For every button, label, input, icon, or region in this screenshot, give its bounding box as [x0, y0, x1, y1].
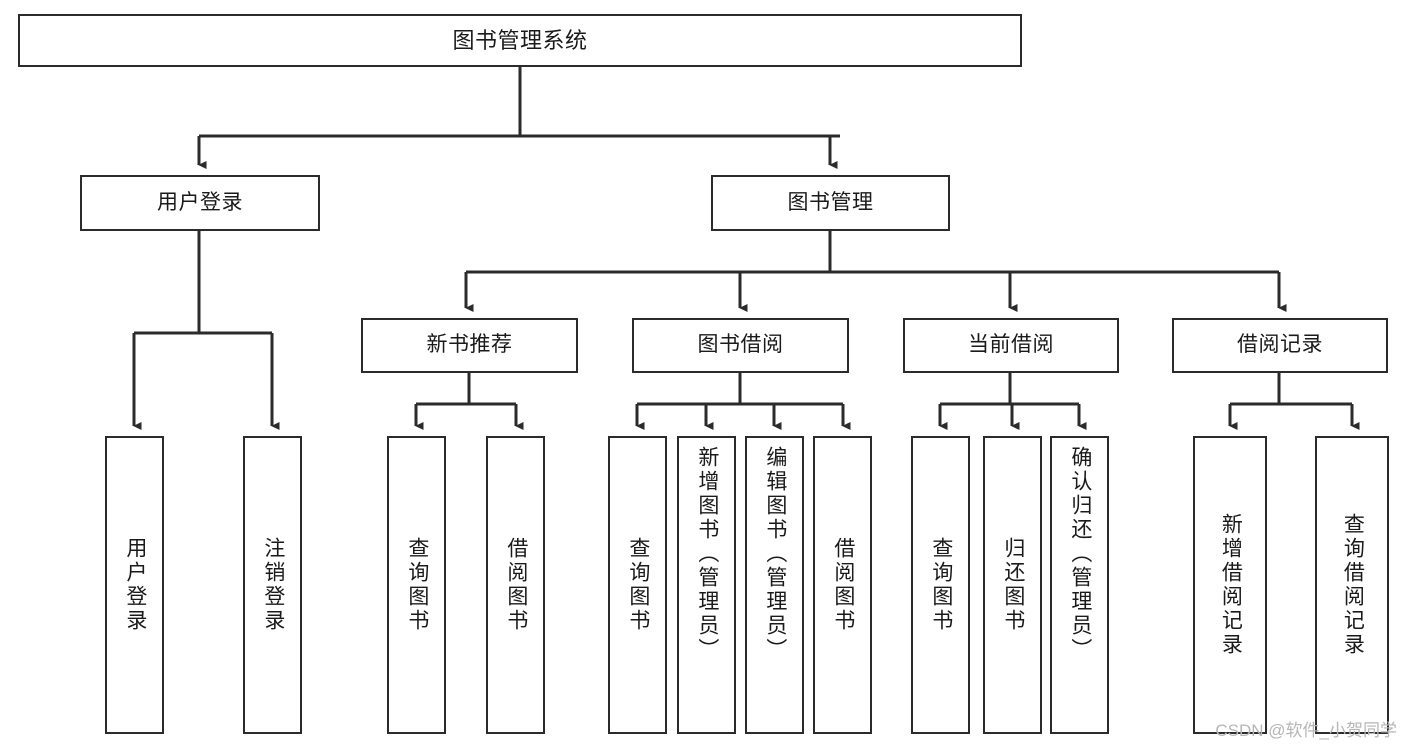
node-borrow-record[interactable]: 借阅记录 — [1172, 318, 1388, 373]
node-leaf-query-book-2-label: 查询图书 — [626, 537, 650, 633]
node-leaf-return-book[interactable]: 归还图书 — [983, 436, 1042, 734]
node-book-borrow[interactable]: 图书借阅 — [632, 318, 849, 373]
node-leaf-edit-book[interactable]: 编辑图书（管理员） — [745, 436, 804, 734]
node-current-borrow-label: 当前借阅 — [968, 333, 1054, 357]
node-leaf-query-book-3[interactable]: 查询图书 — [911, 436, 970, 734]
node-book-borrow-label: 图书借阅 — [697, 333, 784, 357]
node-leaf-logout[interactable]: 注销登录 — [243, 436, 302, 734]
node-leaf-query-book-1[interactable]: 查询图书 — [387, 436, 446, 734]
node-user-login-label: 用户登录 — [157, 190, 243, 214]
node-leaf-user-login-label: 用户登录 — [123, 537, 147, 633]
node-current-borrow[interactable]: 当前借阅 — [903, 318, 1119, 373]
node-leaf-return-book-label: 归还图书 — [1001, 537, 1025, 633]
node-leaf-borrow-book-2-label: 借阅图书 — [831, 537, 855, 633]
node-leaf-borrow-book-1-label: 借阅图书 — [504, 537, 528, 633]
node-leaf-user-login[interactable]: 用户登录 — [105, 436, 164, 734]
node-leaf-confirm-return[interactable]: 确认归还（管理员） — [1050, 436, 1109, 734]
node-leaf-query-book-1-label: 查询图书 — [405, 537, 429, 633]
node-leaf-add-record-label: 新增借阅记录 — [1219, 513, 1243, 657]
node-root-label: 图书管理系统 — [452, 27, 588, 53]
node-root[interactable]: 图书管理系统 — [18, 14, 1022, 67]
node-new-book-recommend[interactable]: 新书推荐 — [361, 318, 578, 373]
node-borrow-record-label: 借阅记录 — [1237, 333, 1323, 357]
csdn-watermark: CSDN @软件_小贺同学 — [1215, 721, 1397, 740]
node-leaf-query-book-3-label: 查询图书 — [929, 537, 953, 633]
node-leaf-add-book[interactable]: 新增图书（管理员） — [677, 436, 736, 734]
node-user-login[interactable]: 用户登录 — [80, 175, 320, 231]
node-leaf-query-record[interactable]: 查询借阅记录 — [1315, 436, 1389, 734]
node-leaf-add-record[interactable]: 新增借阅记录 — [1193, 436, 1267, 734]
node-leaf-query-book-2[interactable]: 查询图书 — [608, 436, 667, 734]
node-leaf-confirm-return-label: 确认归还（管理员） — [1068, 446, 1092, 662]
node-leaf-borrow-book-1[interactable]: 借阅图书 — [486, 436, 545, 734]
node-new-book-recommend-label: 新书推荐 — [426, 333, 513, 357]
node-leaf-add-book-label: 新增图书（管理员） — [695, 446, 719, 662]
node-book-manage-label: 图书管理 — [787, 190, 874, 214]
node-book-manage[interactable]: 图书管理 — [711, 175, 950, 231]
node-leaf-query-record-label: 查询借阅记录 — [1341, 513, 1365, 657]
node-leaf-edit-book-label: 编辑图书（管理员） — [763, 446, 787, 662]
node-leaf-logout-label: 注销登录 — [261, 537, 285, 633]
node-leaf-borrow-book-2[interactable]: 借阅图书 — [813, 436, 872, 734]
